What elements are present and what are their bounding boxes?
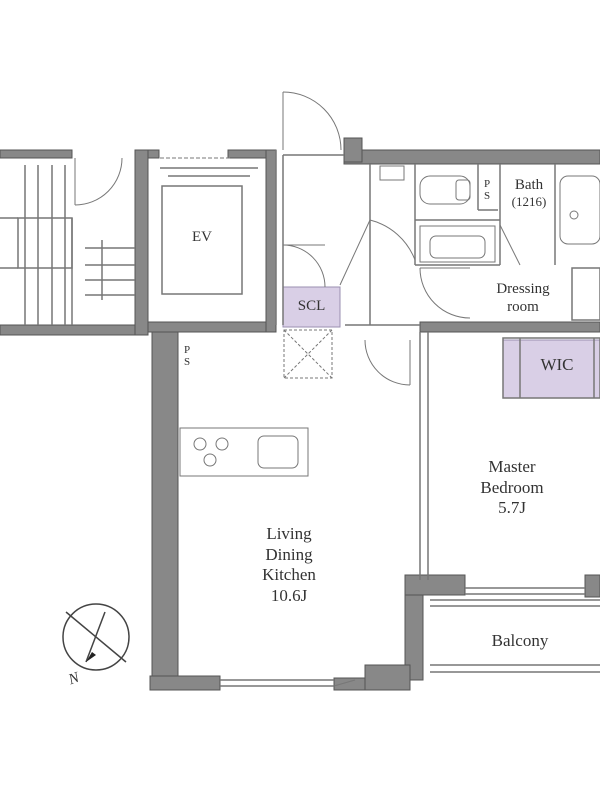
bathtub-icon xyxy=(559,175,600,245)
ldk-label: Living Dining Kitchen 10.6J xyxy=(262,524,316,606)
washbasin-icon xyxy=(419,225,496,263)
fixtures xyxy=(179,165,600,477)
sink-icon xyxy=(257,435,299,469)
scl-fill xyxy=(282,286,341,328)
compass-icon xyxy=(62,603,130,671)
bath-label: Bath (1216) xyxy=(511,177,547,210)
scl-hatch xyxy=(283,329,333,379)
master-bedroom-label: Master Bedroom 5.7J xyxy=(480,457,544,518)
dressing-room-label: Dressing room xyxy=(496,281,550,316)
ps-bottom-label: P S xyxy=(183,344,191,369)
ps-top-label: P S xyxy=(483,178,491,203)
wic-label: WIC xyxy=(540,355,574,374)
ev-label: EV xyxy=(192,229,212,245)
balcony-label: Balcony xyxy=(491,631,549,650)
scl-label: SCL xyxy=(297,298,326,314)
partitions xyxy=(0,150,600,687)
walls xyxy=(0,137,600,691)
stove-icon xyxy=(179,427,309,477)
door-swings xyxy=(74,91,521,687)
wic-fill xyxy=(502,339,600,399)
